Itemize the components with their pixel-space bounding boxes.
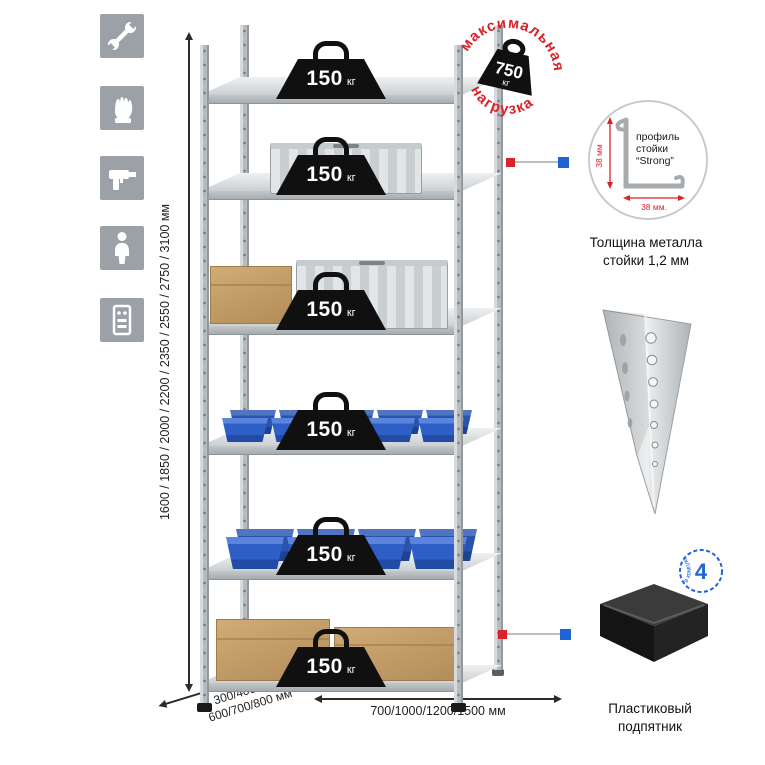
wrench-icon bbox=[100, 14, 144, 58]
profile-caption: Толщина металла стойки 1,2 мм bbox=[580, 234, 712, 269]
callout-line-bottom bbox=[502, 633, 564, 635]
drill-icon bbox=[100, 156, 144, 200]
weight-handle bbox=[313, 392, 349, 410]
profile-caption-line1: Толщина металла bbox=[589, 235, 703, 250]
profile-label-1: профиль bbox=[636, 131, 680, 143]
weight-handle bbox=[313, 517, 349, 535]
width-dimension-label: 700/1000/1200/1500 мм bbox=[370, 704, 506, 718]
width-dimension-line bbox=[314, 695, 562, 703]
rack-foot bbox=[451, 703, 466, 712]
foot-caption-line2: подпятник bbox=[617, 718, 683, 734]
profile-dim-vertical: 38 мм bbox=[594, 144, 604, 168]
quantity-badge: 4 в комплекте bbox=[674, 541, 726, 596]
profile-caption-line2: стойки 1,2 мм bbox=[602, 252, 690, 268]
height-dimension-line bbox=[185, 32, 193, 692]
rack-foot bbox=[492, 669, 504, 676]
foot-caption: Пластиковый подпятник bbox=[580, 700, 720, 735]
callout-marker-red-top bbox=[506, 158, 515, 167]
weight-handle bbox=[313, 137, 349, 155]
stamp-unit: кг bbox=[501, 77, 511, 89]
profile-label-3: “Strong” bbox=[636, 155, 674, 167]
rack-foot bbox=[197, 703, 212, 712]
rack-post-front-left bbox=[200, 45, 209, 705]
foot-caption-line1: Пластиковый bbox=[608, 701, 692, 716]
height-dimension-label: 1600 / 1850 / 2000 / 2200 / 2350 / 2550 … bbox=[158, 203, 172, 521]
callout-line-top bbox=[510, 161, 562, 163]
profile-label-2: стойки bbox=[636, 143, 668, 155]
rack-post-back-right bbox=[494, 25, 503, 670]
work-gloves-icon bbox=[100, 86, 144, 130]
profile-drawing bbox=[674, 175, 685, 188]
badge-value: 4 bbox=[695, 559, 708, 584]
profile-callout: 38 мм 38 мм. профиль стойки “Strong” bbox=[588, 100, 708, 220]
callout-marker-blue-top bbox=[558, 157, 569, 168]
plastic-foot-image bbox=[594, 574, 714, 671]
rack-dimensions-icon bbox=[100, 298, 144, 342]
rack-post-front-right bbox=[454, 45, 463, 705]
profile-dim-horizontal: 38 мм. bbox=[641, 202, 667, 212]
stamp-weight-body bbox=[477, 48, 532, 96]
max-load-stamp: максимальная нагрузка 750 кг bbox=[430, 0, 588, 149]
storage-bin bbox=[222, 418, 268, 442]
storage-bin bbox=[226, 537, 284, 569]
weight-handle bbox=[313, 41, 349, 59]
corner-post-image bbox=[593, 306, 701, 525]
weight-handle bbox=[313, 272, 349, 290]
weight-handle bbox=[313, 629, 349, 647]
callout-marker-red-bottom bbox=[498, 630, 507, 639]
cardboard-box bbox=[210, 266, 292, 324]
callout-marker-blue-bottom bbox=[560, 629, 571, 640]
person-height-icon bbox=[100, 226, 144, 270]
rack-post-back-left bbox=[240, 25, 249, 670]
profile-drawing bbox=[623, 117, 685, 189]
